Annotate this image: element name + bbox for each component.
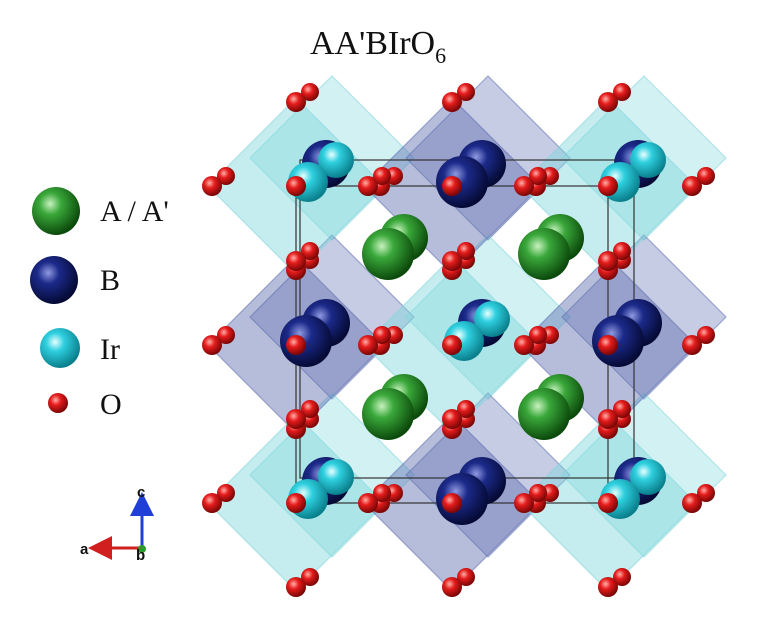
atom-a xyxy=(362,228,414,280)
atom-o-back xyxy=(529,326,547,344)
atom-o-back xyxy=(457,83,475,101)
atom-o-back xyxy=(373,484,391,502)
structure-title: AA'BIrO6 xyxy=(310,25,446,68)
atom-o-center xyxy=(442,335,462,355)
atom-o-back xyxy=(301,242,319,260)
atom-a xyxy=(518,228,570,280)
legend-label-b: B xyxy=(100,264,120,297)
atom-o-back xyxy=(301,568,319,586)
atom-o xyxy=(358,493,378,513)
atom-o xyxy=(202,176,222,196)
atom-ir-back xyxy=(474,301,510,337)
atom-o-back xyxy=(697,326,715,344)
atom-o-center xyxy=(286,493,306,513)
atom-o xyxy=(682,176,702,196)
atom-o xyxy=(682,493,702,513)
atom-o-center xyxy=(442,176,462,196)
atom-o-back xyxy=(217,326,235,344)
atom-o-center xyxy=(442,493,462,513)
atom-o-center xyxy=(598,493,618,513)
atom-o-back xyxy=(613,400,631,418)
atom-o xyxy=(286,577,306,597)
atom-o xyxy=(358,335,378,355)
atom-o-center xyxy=(598,176,618,196)
atom-o xyxy=(286,409,306,429)
atom-o-back xyxy=(301,83,319,101)
atom-o xyxy=(598,577,618,597)
atom-o xyxy=(442,92,462,112)
atom-a xyxy=(518,388,570,440)
atom-o xyxy=(286,251,306,271)
atom-o-back xyxy=(217,167,235,185)
atom-a xyxy=(362,388,414,440)
atom-o xyxy=(286,92,306,112)
atom-o-back xyxy=(529,167,547,185)
atom-o xyxy=(442,251,462,271)
atom-o-back xyxy=(529,484,547,502)
legend-atom-b xyxy=(30,256,78,304)
atom-o xyxy=(514,176,534,196)
axis-b-label: b xyxy=(136,547,145,564)
atom-o-back xyxy=(697,484,715,502)
atom-ir-back xyxy=(630,459,666,495)
atom-o-center xyxy=(286,176,306,196)
atom-o xyxy=(682,335,702,355)
atom-o xyxy=(202,493,222,513)
axis-a-label: a xyxy=(80,541,89,558)
atom-o xyxy=(598,251,618,271)
atom-ir-back xyxy=(630,142,666,178)
atom-o-center xyxy=(598,335,618,355)
atom-o xyxy=(358,176,378,196)
atom-o-back xyxy=(697,167,715,185)
atom-o xyxy=(202,335,222,355)
atom-o-center xyxy=(286,335,306,355)
atom-o-back xyxy=(217,484,235,502)
atom-o-back xyxy=(457,568,475,586)
atom-o-back xyxy=(613,568,631,586)
legend-atom-a xyxy=(32,187,80,235)
axis-b-dot xyxy=(138,545,146,553)
atom-o xyxy=(442,409,462,429)
atom-o-back xyxy=(613,242,631,260)
axis-c-label: c xyxy=(137,484,145,501)
legend-atom-o xyxy=(48,393,68,413)
legend-label-ir: Ir xyxy=(100,333,120,366)
atom-o xyxy=(442,577,462,597)
atom-o-back xyxy=(373,167,391,185)
legend-atom-ir xyxy=(40,328,80,368)
atom-ir-back xyxy=(318,459,354,495)
atom-o xyxy=(598,409,618,429)
atom-o xyxy=(514,493,534,513)
legend-label-o: O xyxy=(100,388,122,421)
atoms-layer xyxy=(202,83,715,597)
axis-indicator: a b c xyxy=(80,484,154,564)
legend: A / A' B Ir O xyxy=(30,187,169,421)
atom-o-back xyxy=(373,326,391,344)
atom-o xyxy=(598,92,618,112)
atom-o xyxy=(514,335,534,355)
legend-label-a: A / A' xyxy=(100,195,169,228)
atom-o-back xyxy=(457,400,475,418)
atom-o-back xyxy=(613,83,631,101)
atom-o-back xyxy=(301,400,319,418)
atom-o-back xyxy=(457,242,475,260)
atom-ir-back xyxy=(318,142,354,178)
